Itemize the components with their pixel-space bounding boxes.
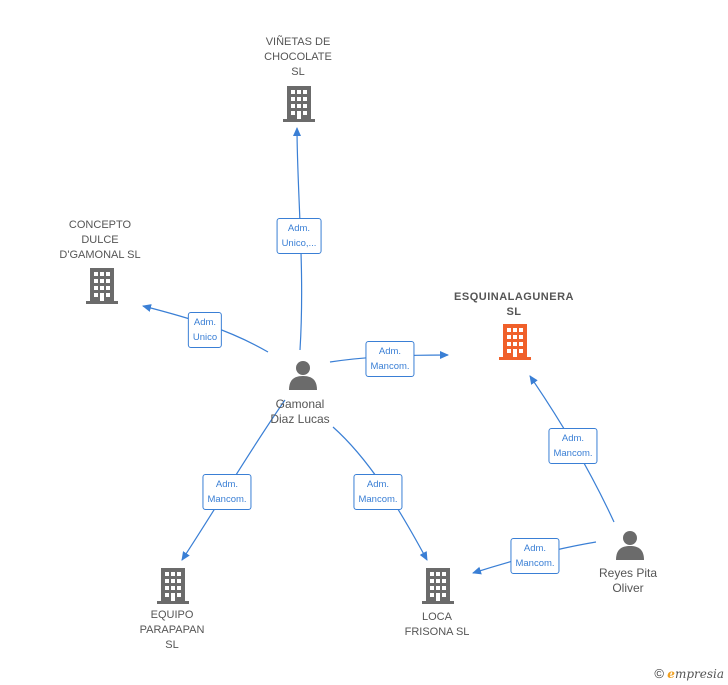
building-icon-vinetas[interactable] xyxy=(283,86,315,122)
building-icon-esquina[interactable] xyxy=(499,324,531,360)
person-icon-gamonal[interactable] xyxy=(289,361,317,390)
brand-logo-text: mpresia xyxy=(674,667,724,681)
brand-logo-initial: e xyxy=(667,667,675,681)
edge-label-gamonal-vinetas: Adm. Unico,... xyxy=(276,218,322,254)
edge-label-reyes-esquina: Adm. Mancom. xyxy=(548,428,598,464)
building-icon-loca[interactable] xyxy=(422,568,454,604)
person-label-reyes[interactable]: Reyes Pita Oliver xyxy=(598,566,658,595)
edge-label-gamonal-concepto: Adm. Unico xyxy=(187,312,223,348)
edge-label-gamonal-loca: Adm. Mancom. xyxy=(353,474,403,510)
edge-label-gamonal-esquina: Adm. Mancom. xyxy=(365,341,415,377)
edge-label-gamonal-equipo: Adm. Mancom. xyxy=(202,474,252,510)
person-label-gamonal[interactable]: Gamonal Diaz Lucas xyxy=(270,397,330,426)
copyright-symbol: © xyxy=(654,666,664,681)
building-icon-concepto[interactable] xyxy=(86,268,118,304)
company-label-esquina[interactable]: ESQUINALAGUNERA SL xyxy=(454,291,574,318)
company-label-equipo[interactable]: EQUIPO PARAPAPAN SL xyxy=(139,609,205,651)
person-icon-reyes[interactable] xyxy=(616,531,644,560)
company-label-concepto[interactable]: CONCEPTO DULCE D'GAMONAL SL xyxy=(59,219,141,261)
building-icon-equipo[interactable] xyxy=(157,568,189,604)
footer-brand: © empresia xyxy=(654,666,724,681)
company-label-vinetas[interactable]: VIÑETAS DE CHOCOLATE SL xyxy=(264,36,332,78)
edge-label-reyes-loca: Adm. Mancom. xyxy=(510,538,560,574)
company-label-loca[interactable]: LOCA FRISONA SL xyxy=(404,611,470,638)
